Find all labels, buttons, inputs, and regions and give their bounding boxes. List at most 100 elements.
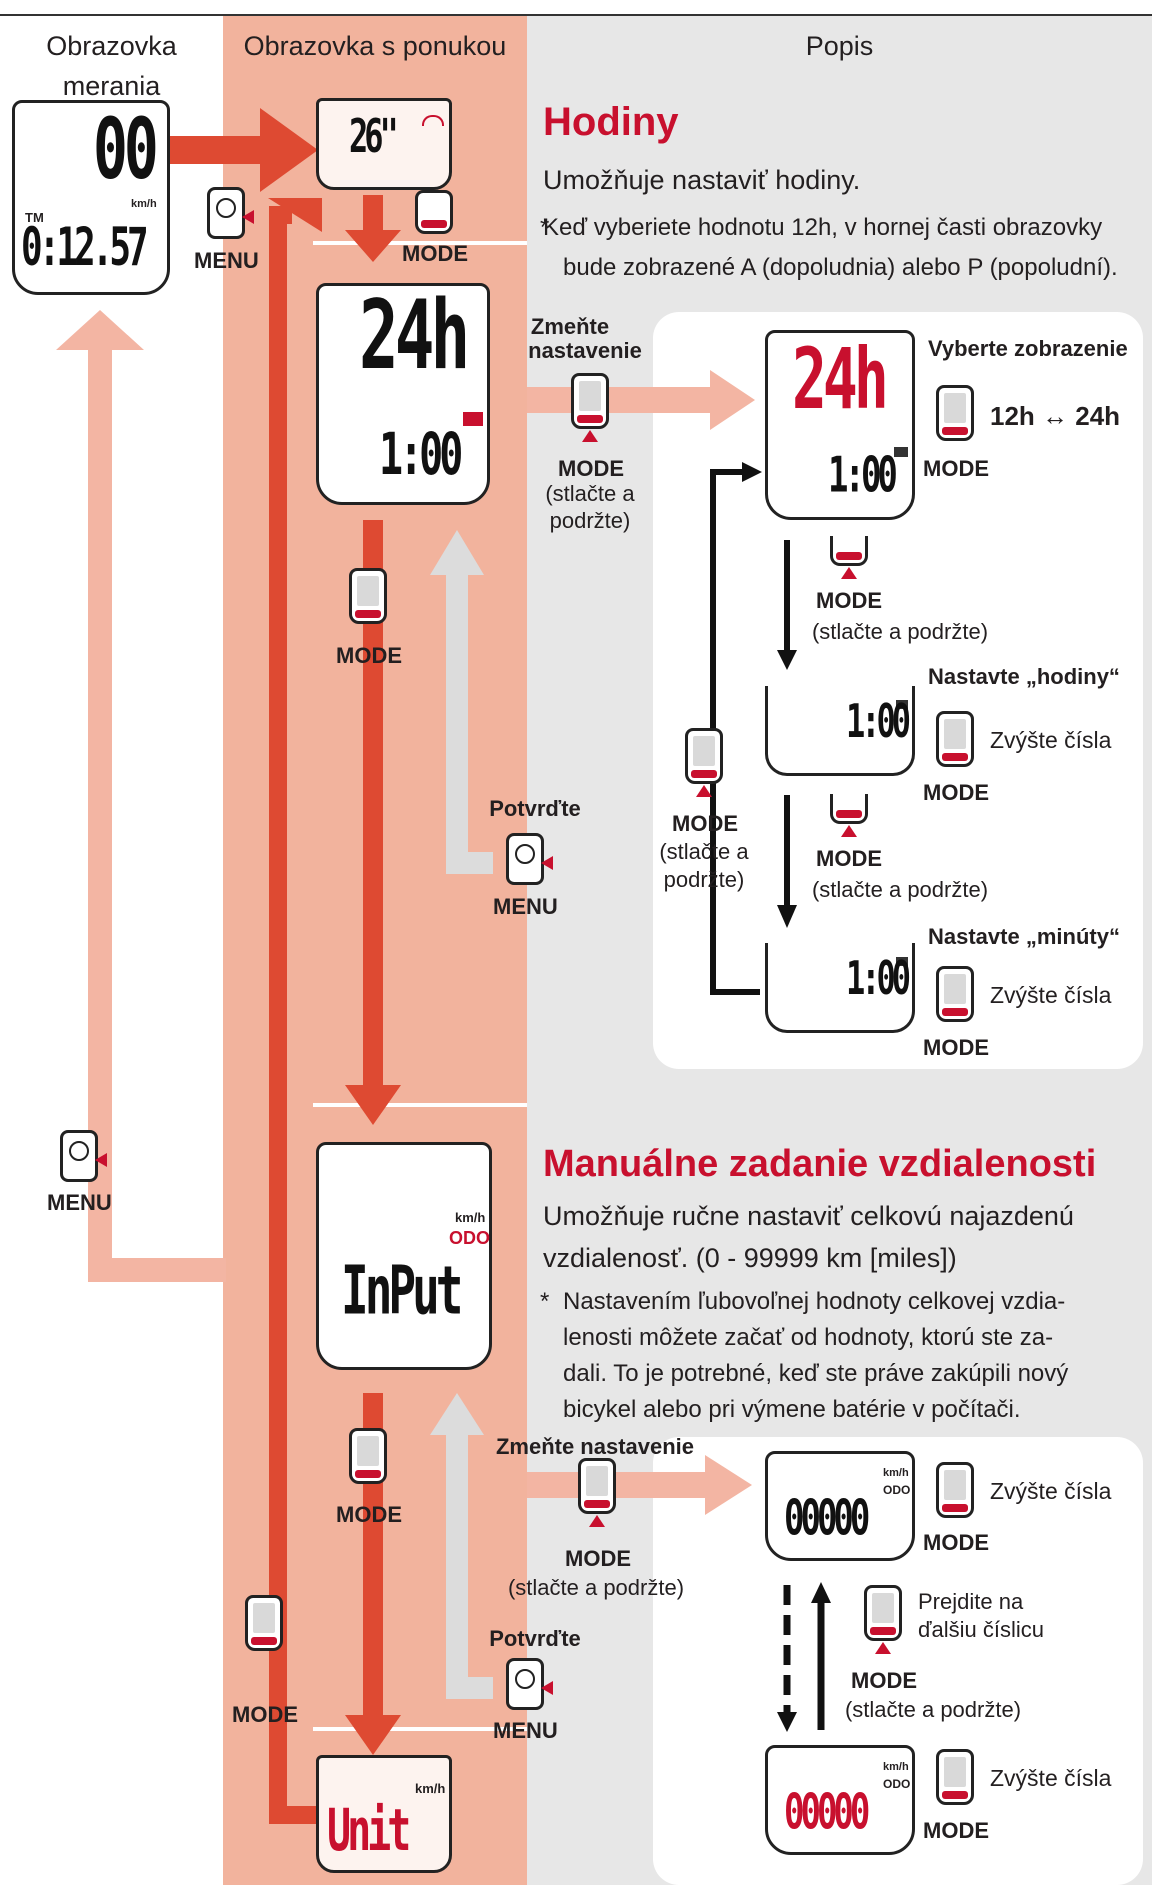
- menu-button-icon[interactable]: [60, 1130, 107, 1182]
- odo-edit-display-2: km/h ODO 00000: [765, 1745, 915, 1855]
- tm-label: TM: [25, 210, 44, 225]
- mode-button-icon[interactable]: [571, 373, 609, 442]
- clock-loop-head: [742, 462, 762, 482]
- clock-menu-display: 24h 1:00: [316, 283, 490, 505]
- menu-button-icon[interactable]: [506, 833, 553, 885]
- set-hours-envelope-icon: [896, 700, 908, 709]
- return-arrow-head: [56, 310, 144, 350]
- mode-button-icon[interactable]: [830, 794, 868, 837]
- mode-button-icon[interactable]: [830, 536, 868, 579]
- clock-down-head-2: [777, 905, 797, 928]
- odo-edit-display-1: km/h ODO 00000: [765, 1451, 915, 1561]
- mode-button-label: MODE: [923, 1035, 989, 1060]
- loop-to-top-arrow: [269, 206, 316, 1824]
- section-divider: [313, 241, 527, 245]
- confirm-label: Potvrďte: [489, 1626, 581, 1651]
- odo-input-display: km/h ODO InPut: [316, 1142, 492, 1370]
- mode-button-icon[interactable]: [685, 728, 723, 797]
- set-minutes-label: Nastavte „minúty“: [928, 924, 1120, 949]
- next-digit-label: Prejdite na: [918, 1589, 1024, 1614]
- mode-button-label: MODE: [336, 1502, 402, 1527]
- mode-button-icon[interactable]: [245, 1595, 283, 1651]
- hold-instruction: (stlačte a podržte): [811, 877, 989, 902]
- change-setting-label: Zmeňte: [530, 314, 610, 339]
- mode-button-icon[interactable]: [864, 1585, 902, 1654]
- loop-to-top-head: [268, 198, 322, 232]
- confirm-label: Potvrďte: [489, 796, 581, 821]
- set-hours-display: 1:00: [765, 686, 915, 776]
- unit-text: Unit: [327, 1797, 411, 1865]
- increase-label: Zvýšte čísla: [990, 1765, 1112, 1791]
- hold-instruction: (stlačte a: [545, 481, 635, 506]
- menu-button-icon[interactable]: [506, 1658, 553, 1710]
- input-text: InPut: [341, 1251, 464, 1330]
- mode-button-icon[interactable]: [936, 385, 974, 441]
- increase-label: Zvýšte čísla: [990, 982, 1112, 1008]
- next-digit-label: ďalšiu číslicu: [918, 1617, 1045, 1642]
- change-clock-head: [710, 370, 755, 430]
- header-description: Popis: [805, 31, 874, 61]
- confirm-odo-arrow: [446, 1430, 493, 1699]
- wheel-icon: [422, 115, 444, 126]
- input-unit: km/h: [455, 1210, 486, 1225]
- menu-to-clock-head: [345, 230, 401, 262]
- odo-section-title: Manuálne zadanie vzdialenosti: [543, 1143, 1097, 1185]
- odo-edit-value-1: 00000: [784, 1489, 870, 1548]
- mode-button-label: MODE: [851, 1668, 917, 1693]
- mode-button-label: MODE: [565, 1546, 631, 1571]
- mode-button-icon[interactable]: [415, 190, 453, 234]
- odo-body-line-1: Umožňuje ručne nastaviť celkovú najazden…: [543, 1201, 1074, 1231]
- hold-instruction: podržte): [549, 508, 631, 533]
- clock-down-head-1: [777, 650, 797, 670]
- hold-instruction: podržte): [663, 867, 745, 892]
- change-odo-head: [705, 1455, 752, 1515]
- odo-note-line-2: lenosti môžete začať od hodnoty, ktorú s…: [563, 1324, 1054, 1351]
- clock-select-time: 1:00: [828, 446, 898, 505]
- menu-button-icon[interactable]: [207, 187, 254, 239]
- menu-top-display: 26": [316, 98, 452, 190]
- mode-button-icon[interactable]: [936, 1462, 974, 1518]
- odo-edit-label-2: ODO: [883, 1777, 911, 1791]
- header-measure-screen: Obrazovka merania: [46, 31, 177, 101]
- mode-button-icon[interactable]: [936, 711, 974, 767]
- menu-button-label: MENU: [493, 1718, 558, 1743]
- hold-instruction: (stlačte a podržte): [507, 1575, 685, 1600]
- change-setting-label: Zmeňte nastavenie: [495, 1434, 695, 1459]
- odo-up-head: [811, 1582, 831, 1603]
- mode-button-icon[interactable]: [578, 1458, 616, 1527]
- choose-display-label: Vyberte zobrazenie: [928, 336, 1128, 361]
- mode-button-label: MODE: [923, 1530, 989, 1555]
- odo-edit-unit-2: km/h: [883, 1761, 909, 1773]
- mode-button-icon[interactable]: [936, 966, 974, 1022]
- mode-button-label: MODE: [558, 456, 624, 481]
- menu-button-label: MENU: [493, 894, 558, 919]
- odo-note-line-3: dali. To je potrebné, keď ste práve zakú…: [563, 1360, 1069, 1387]
- mode-button-label: MODE: [816, 846, 882, 871]
- clock-mode-value: 24h: [359, 279, 470, 391]
- mode-button-label: MODE: [923, 456, 989, 481]
- mode-button-icon[interactable]: [349, 1428, 387, 1484]
- mode-button-label: MODE: [816, 588, 882, 613]
- header-top-rule: [0, 14, 1152, 16]
- speed-value: 00: [93, 99, 159, 199]
- mode-button-label: MODE: [923, 1818, 989, 1843]
- mode-button-icon[interactable]: [936, 1749, 974, 1805]
- clock-time-value: 1:00: [379, 421, 463, 489]
- header-col2-bg: [223, 16, 527, 66]
- odo-edit-unit-1: km/h: [883, 1467, 909, 1479]
- mode-button-icon[interactable]: [349, 568, 387, 624]
- set-minutes-display: 1:00: [765, 943, 915, 1033]
- clock-section-title: Hodiny: [543, 100, 679, 144]
- confirm-clock-head: [430, 530, 484, 575]
- input-odo-label: ODO: [449, 1228, 491, 1248]
- odo-note-line-4: bicykel alebo pri výmene batérie v počít…: [563, 1396, 1021, 1423]
- change-setting-label: nastavenie: [528, 338, 642, 363]
- return-to-measure-arrow: [88, 345, 226, 1282]
- unit-unit: km/h: [415, 1781, 446, 1796]
- clock-section-body: Umožňuje nastaviť hodiny.: [543, 165, 861, 195]
- clock-select-display: 24h 1:00: [765, 330, 915, 520]
- hold-instruction: (stlačte a podržte): [844, 1697, 1022, 1722]
- clock-note-asterisk: *: [540, 214, 550, 241]
- increase-label: Zvýšte čísla: [990, 1478, 1112, 1504]
